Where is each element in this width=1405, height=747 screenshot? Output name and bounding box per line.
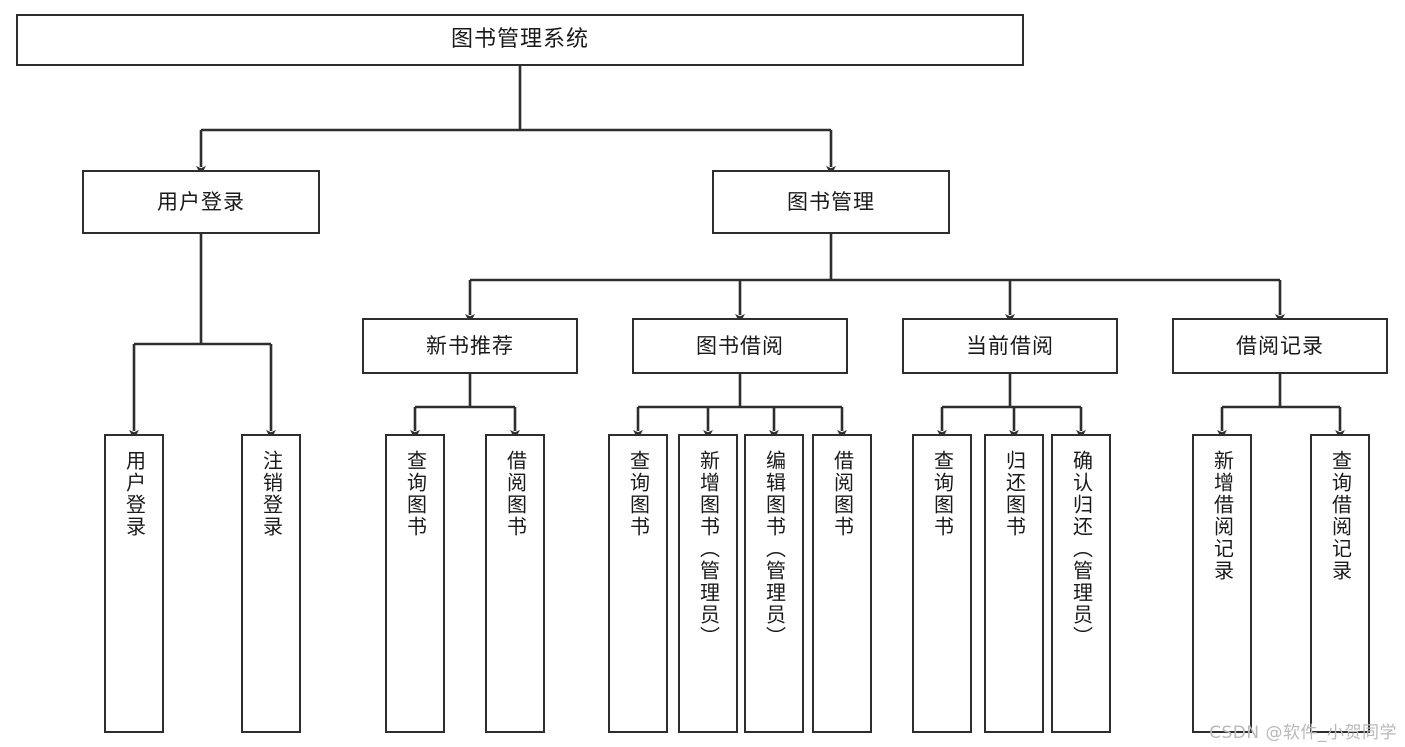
- node-label: 借阅图书: [503, 450, 528, 538]
- node-label: 新增图书（管理员）: [696, 450, 721, 648]
- node-root[interactable]: 图书管理系统: [16, 14, 1024, 66]
- node-label: 图书管理系统: [450, 27, 589, 53]
- node-leaf-query-book-2[interactable]: 查询图书: [608, 434, 668, 733]
- node-label: 确认归还（管理员）: [1069, 450, 1094, 648]
- node-leaf-query-record[interactable]: 查询借阅记录: [1310, 434, 1370, 733]
- node-label: 编辑图书（管理员）: [762, 450, 787, 648]
- node-book-manage[interactable]: 图书管理: [712, 170, 950, 234]
- node-leaf-borrow-book-2[interactable]: 借阅图书: [812, 434, 872, 733]
- node-label: 注销登录: [259, 450, 284, 538]
- node-label: 借阅图书: [830, 450, 855, 538]
- node-label: 当前借阅: [966, 333, 1054, 358]
- node-leaf-edit-book[interactable]: 编辑图书（管理员）: [744, 434, 804, 733]
- node-label: 查询图书: [403, 450, 428, 538]
- node-label: 查询借阅记录: [1328, 450, 1353, 582]
- node-leaf-add-record[interactable]: 新增借阅记录: [1192, 434, 1252, 733]
- node-label: 新增借阅记录: [1210, 450, 1235, 582]
- node-label: 查询图书: [626, 450, 651, 538]
- node-current-borrow[interactable]: 当前借阅: [902, 318, 1118, 374]
- node-book-borrow[interactable]: 图书借阅: [632, 318, 848, 374]
- node-label: 图书管理: [787, 189, 875, 214]
- node-new-book-rec[interactable]: 新书推荐: [362, 318, 578, 374]
- node-leaf-query-book-1[interactable]: 查询图书: [385, 434, 445, 733]
- node-leaf-add-book[interactable]: 新增图书（管理员）: [678, 434, 738, 733]
- node-label: 用户登录: [157, 189, 245, 214]
- node-label: 借阅记录: [1236, 333, 1324, 358]
- node-label: 归还图书: [1002, 450, 1027, 538]
- node-label: 新书推荐: [426, 333, 514, 358]
- node-label: 图书借阅: [696, 333, 784, 358]
- node-borrow-record[interactable]: 借阅记录: [1172, 318, 1388, 374]
- node-label: 查询图书: [930, 450, 955, 538]
- node-leaf-query-book-3[interactable]: 查询图书: [912, 434, 972, 733]
- node-leaf-user-login[interactable]: 用户登录: [104, 434, 164, 733]
- csdn-watermark: CSDN @软件_小贺同学: [1209, 723, 1397, 743]
- node-leaf-logout[interactable]: 注销登录: [241, 434, 301, 733]
- node-user-login[interactable]: 用户登录: [82, 170, 320, 234]
- node-leaf-confirm-return[interactable]: 确认归还（管理员）: [1051, 434, 1111, 733]
- node-leaf-borrow-book-1[interactable]: 借阅图书: [485, 434, 545, 733]
- node-label: 用户登录: [122, 450, 147, 538]
- node-leaf-return-book[interactable]: 归还图书: [984, 434, 1044, 733]
